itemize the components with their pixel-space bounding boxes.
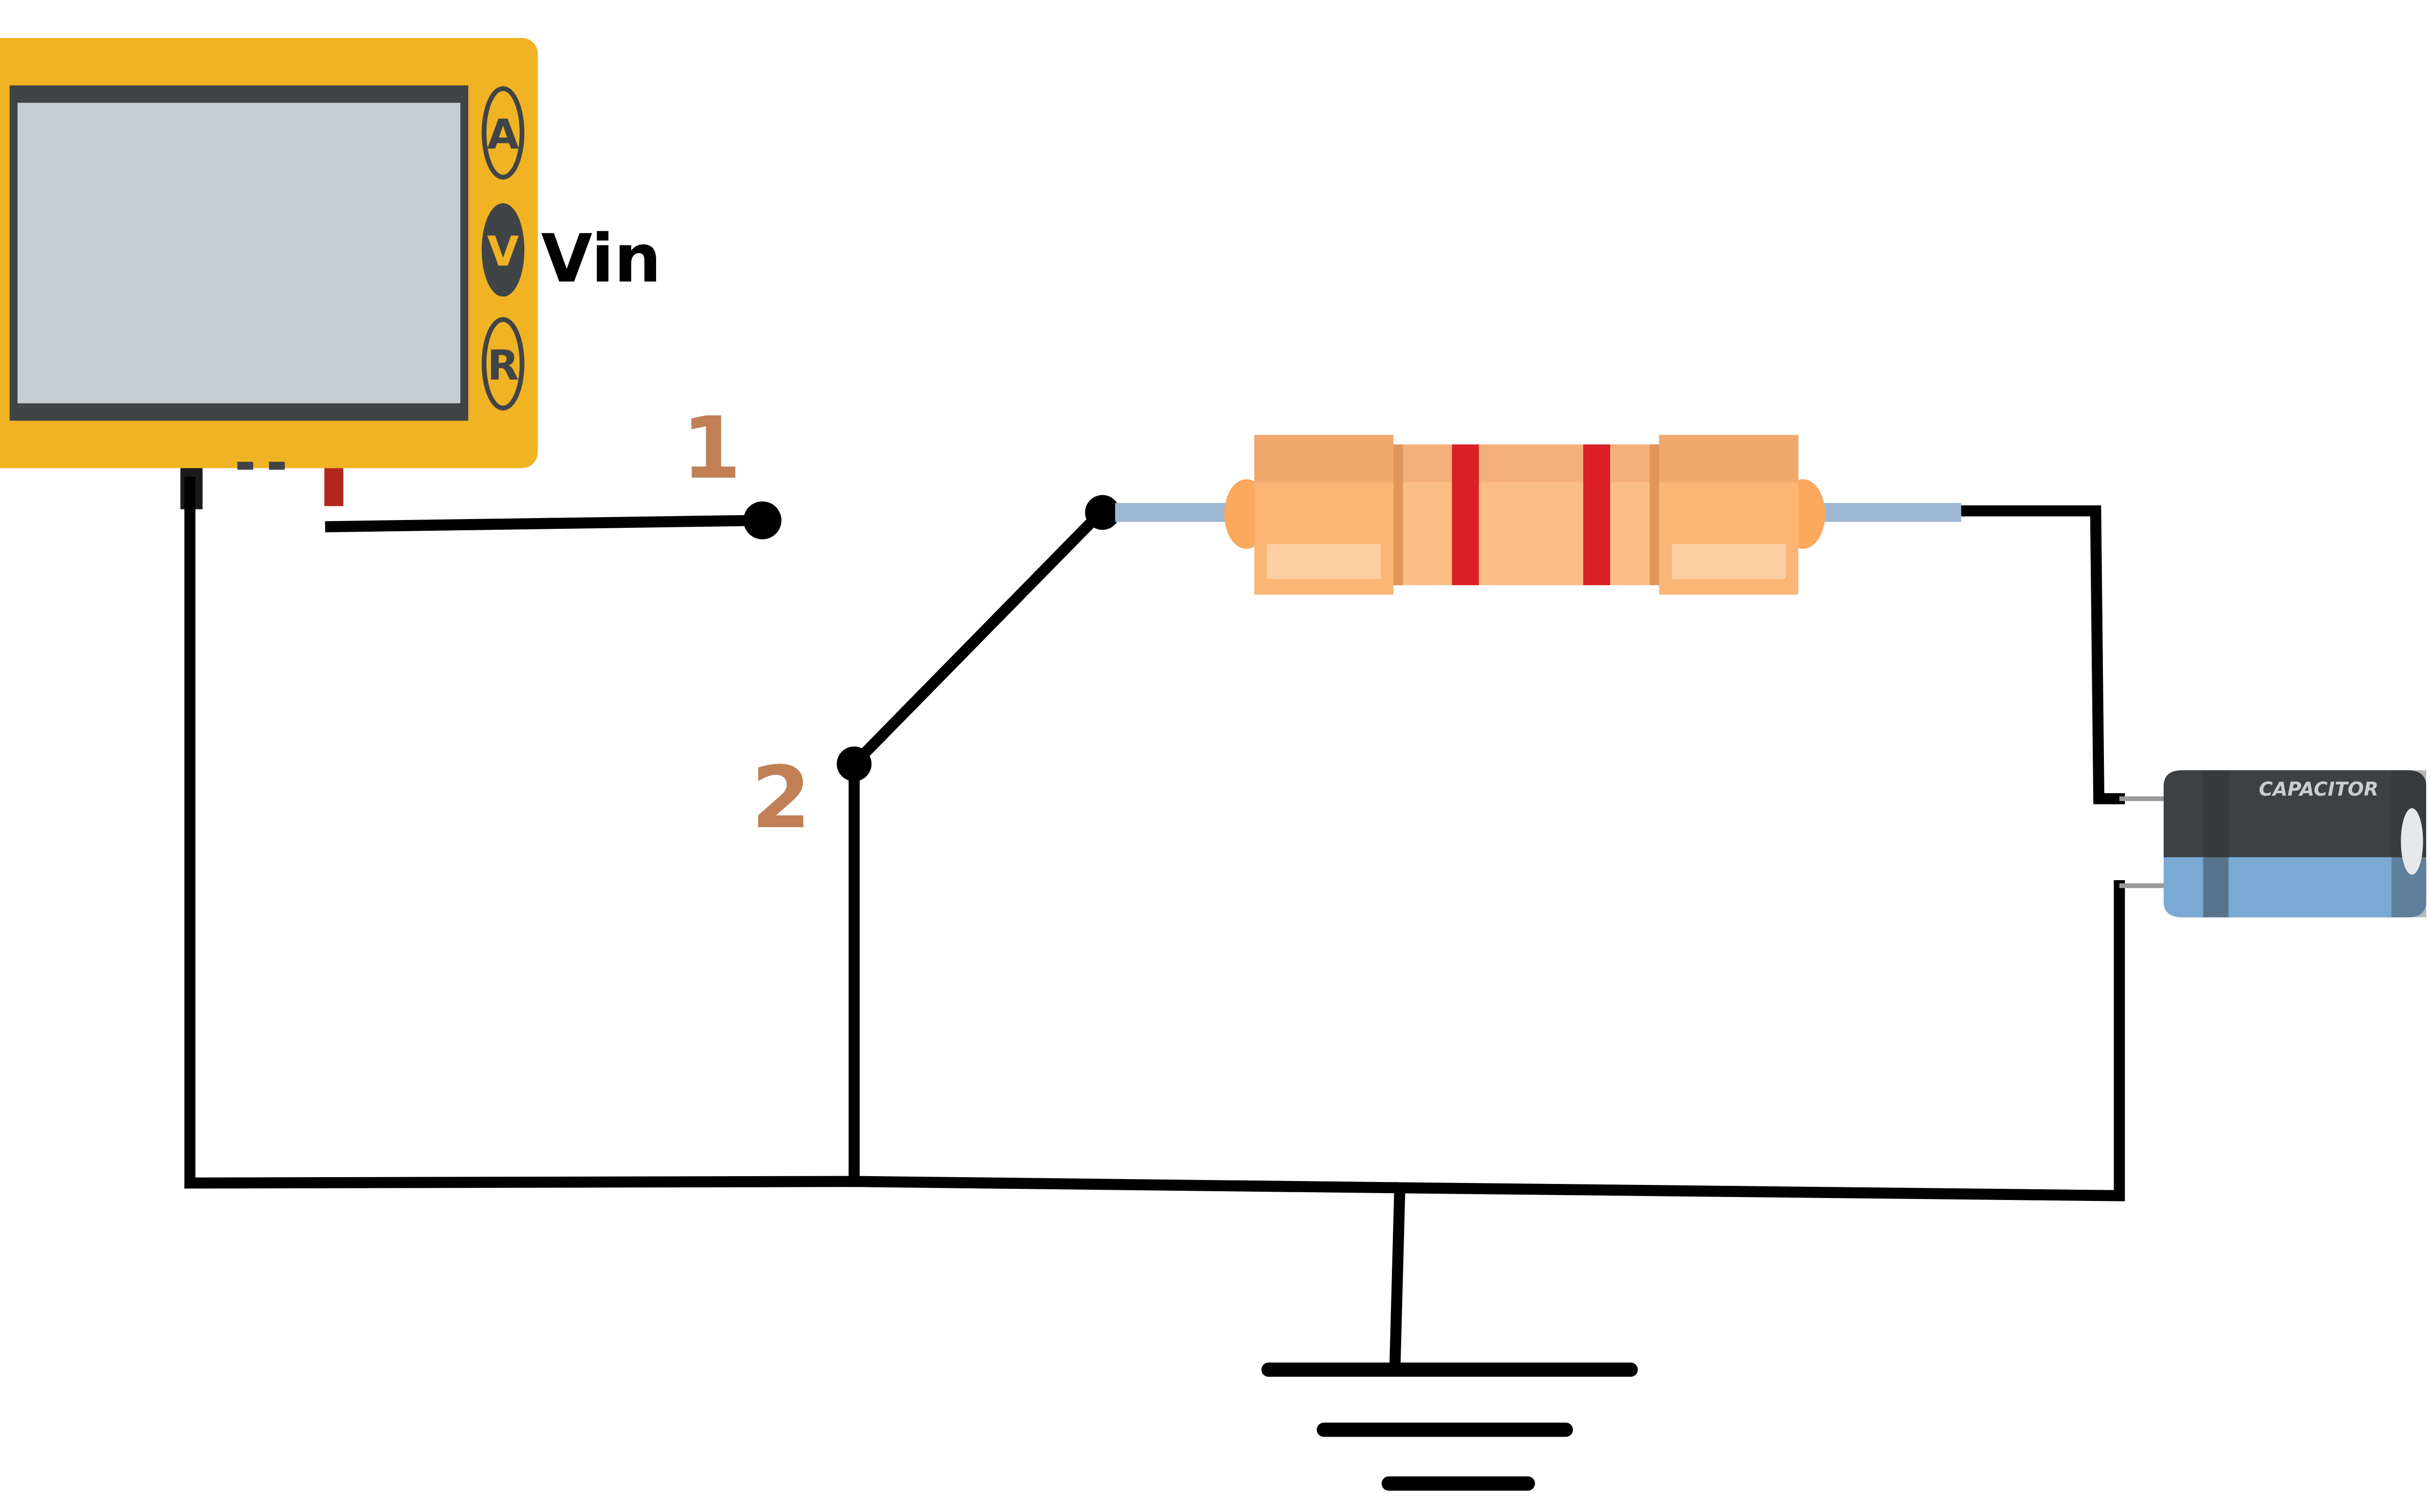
resistor bbox=[1115, 434, 1961, 595]
button-a-label: A bbox=[487, 110, 519, 158]
resistor-highlight bbox=[1671, 544, 1786, 579]
positive-terminal bbox=[324, 468, 344, 506]
capacitor-end-cap bbox=[2401, 808, 2423, 875]
ground-symbol bbox=[1261, 1362, 1638, 1491]
multimeter: A V R bbox=[0, 38, 538, 509]
resistor-lead-left bbox=[1115, 503, 1242, 522]
button-r-label: R bbox=[487, 341, 519, 389]
resistor-lead-right bbox=[1811, 503, 1961, 522]
multimeter-screen bbox=[17, 103, 461, 403]
capacitor: CAPACITOR bbox=[2119, 770, 2427, 918]
capacitor-sleeve bbox=[2163, 857, 2427, 918]
resistor-shade bbox=[1659, 434, 1799, 483]
capacitor-marking: CAPACITOR bbox=[2259, 779, 2378, 800]
switch-position-2-label: 2 bbox=[751, 748, 811, 848]
wire-meter-to-terminal-1 bbox=[325, 515, 767, 533]
port-marker bbox=[237, 462, 253, 470]
resistor-divider bbox=[1393, 444, 1403, 586]
multimeter-button-v[interactable]: V bbox=[482, 203, 525, 297]
resistor-divider bbox=[1649, 444, 1659, 586]
resistor-highlight bbox=[1267, 544, 1381, 579]
switch-position-1-label: 1 bbox=[682, 399, 741, 498]
port-marker bbox=[269, 462, 285, 470]
switch-terminal-contact bbox=[1085, 495, 1120, 530]
resistor-shade bbox=[1393, 444, 1659, 483]
button-v-label: V bbox=[487, 227, 519, 276]
wire-resistor-to-capacitor bbox=[1927, 505, 2125, 804]
resistor-band-2 bbox=[1583, 444, 1611, 586]
wire-ground-bus bbox=[184, 477, 2125, 1201]
spdt-switch[interactable] bbox=[743, 495, 1120, 782]
wires bbox=[184, 477, 2125, 1369]
multimeter-button-a[interactable]: A bbox=[482, 86, 525, 180]
resistor-band-1 bbox=[1452, 444, 1479, 586]
wire-to-ground bbox=[1389, 1182, 1406, 1369]
capacitor-groove bbox=[2203, 770, 2229, 918]
switch-terminal-1[interactable] bbox=[743, 501, 781, 539]
multimeter-button-r[interactable]: R bbox=[482, 317, 525, 411]
resistor-shade bbox=[1254, 434, 1394, 483]
switch-lever[interactable] bbox=[849, 505, 1108, 770]
vin-label: Vin bbox=[541, 220, 661, 297]
